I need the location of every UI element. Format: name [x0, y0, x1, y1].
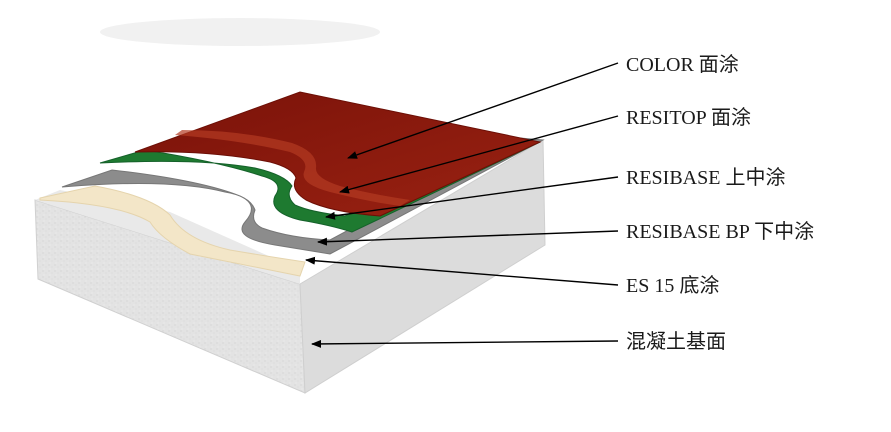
label-concrete: 混凝土基面: [626, 330, 726, 353]
arrow-color-coat: [347, 62, 619, 159]
arrow-concrete: [311, 339, 619, 348]
arrow-resitop: [339, 115, 619, 194]
arrow-es15-primer: [305, 256, 619, 286]
arrow-resibase-bp: [317, 230, 619, 246]
label-resitop: RESITOP 面涂: [626, 106, 751, 129]
label-resibase: RESIBASE 上中涂: [626, 166, 785, 189]
resitop-layer: [134, 91, 542, 217]
background-shadow: [100, 18, 380, 46]
concrete-right-face: [299, 139, 546, 394]
label-color-coat: COLOR 面涂: [626, 53, 739, 76]
primer-layer: [39, 185, 306, 277]
arrow-resibase: [325, 176, 619, 220]
label-es15-primer: ES 15 底涂: [626, 274, 719, 297]
label-resibase-bp: RESIBASE BP 下中涂: [626, 220, 814, 243]
color-coat-stripe: [175, 130, 410, 206]
